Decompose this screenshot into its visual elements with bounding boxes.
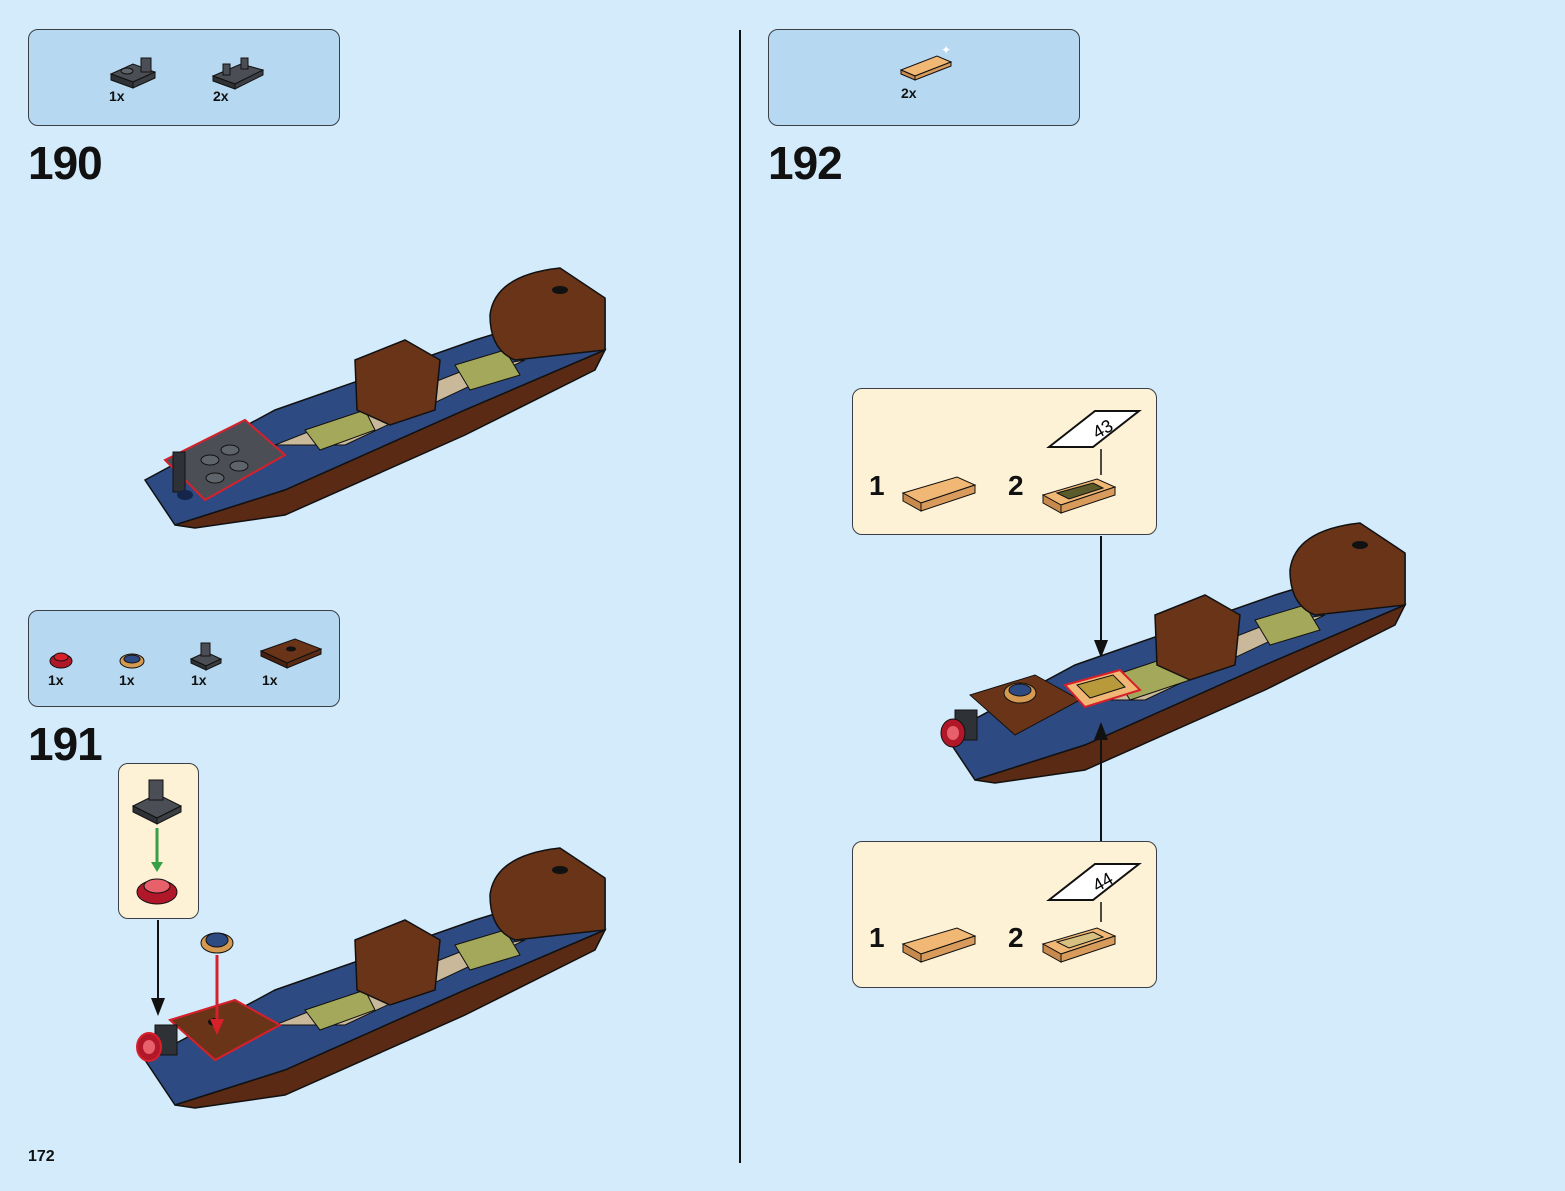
callout-top-step-2: 2 bbox=[1008, 470, 1024, 501]
step-190-number: 190 bbox=[28, 137, 103, 189]
red-round-plate-icon bbox=[49, 652, 73, 669]
callout-bottom-step-1: 1 bbox=[869, 922, 885, 953]
boat-model-step-190 bbox=[143, 267, 607, 529]
compass-tile-attach bbox=[200, 932, 234, 1035]
step-192-parts-box: ✦ 2x bbox=[768, 29, 1080, 126]
tan-tile-icon bbox=[901, 476, 977, 512]
tan-tile-with-sticker-icon bbox=[1041, 927, 1117, 963]
step-190-part-1-qty: 1x bbox=[109, 88, 125, 104]
callout-top-step-1: 1 bbox=[869, 470, 885, 501]
tan-tile-icon: ✦ bbox=[899, 43, 953, 81]
page-number: 172 bbox=[28, 1148, 55, 1165]
callout-arrow-top bbox=[1094, 536, 1108, 658]
svg-text:✦: ✦ bbox=[941, 43, 951, 57]
step-191-part-3-qty: 1x bbox=[191, 672, 207, 688]
step-192-callout-bottom: 1 2 44 bbox=[852, 841, 1157, 988]
page-divider bbox=[739, 30, 741, 1163]
step-191-subassembly-callout bbox=[118, 763, 199, 919]
tan-tile-with-sticker-icon bbox=[1041, 478, 1117, 514]
step-191-part-1-qty: 1x bbox=[48, 672, 64, 688]
callout-arrow-bottom bbox=[1094, 722, 1108, 842]
boat-model-step-191 bbox=[136, 847, 607, 1109]
dark-gray-clip-plate-icon bbox=[189, 642, 223, 671]
boat-model-step-192 bbox=[940, 522, 1407, 784]
tan-tile-icon bbox=[901, 927, 977, 963]
callout-bottom-step-2: 2 bbox=[1008, 922, 1024, 953]
printed-round-tile-compass-icon bbox=[119, 653, 145, 669]
callout-arrow-191 bbox=[151, 920, 165, 1016]
step-190-part-2-qty: 2x bbox=[213, 88, 229, 104]
step-191-part-2-qty: 1x bbox=[119, 672, 135, 688]
step-192-part-1-qty: 2x bbox=[901, 85, 917, 101]
step-191-number: 191 bbox=[28, 718, 103, 770]
step-192-number: 192 bbox=[768, 137, 843, 189]
brown-plate-icon bbox=[259, 638, 323, 669]
sticker-sheet-icon bbox=[1046, 863, 1142, 922]
dark-gray-plate-with-clip-icon bbox=[109, 57, 157, 89]
clip-plate-attach-icon bbox=[131, 779, 183, 905]
step-192-callout-top: 1 2 43 bbox=[852, 388, 1157, 535]
sticker-sheet-icon bbox=[1046, 410, 1142, 475]
dark-gray-plate-with-clips-icon bbox=[211, 57, 265, 90]
step-191-part-4-qty: 1x bbox=[262, 672, 278, 688]
step-191-parts-box: 1x 1x 1x 1x bbox=[28, 610, 340, 707]
step-190-parts-box: 1x 2x bbox=[28, 29, 340, 126]
